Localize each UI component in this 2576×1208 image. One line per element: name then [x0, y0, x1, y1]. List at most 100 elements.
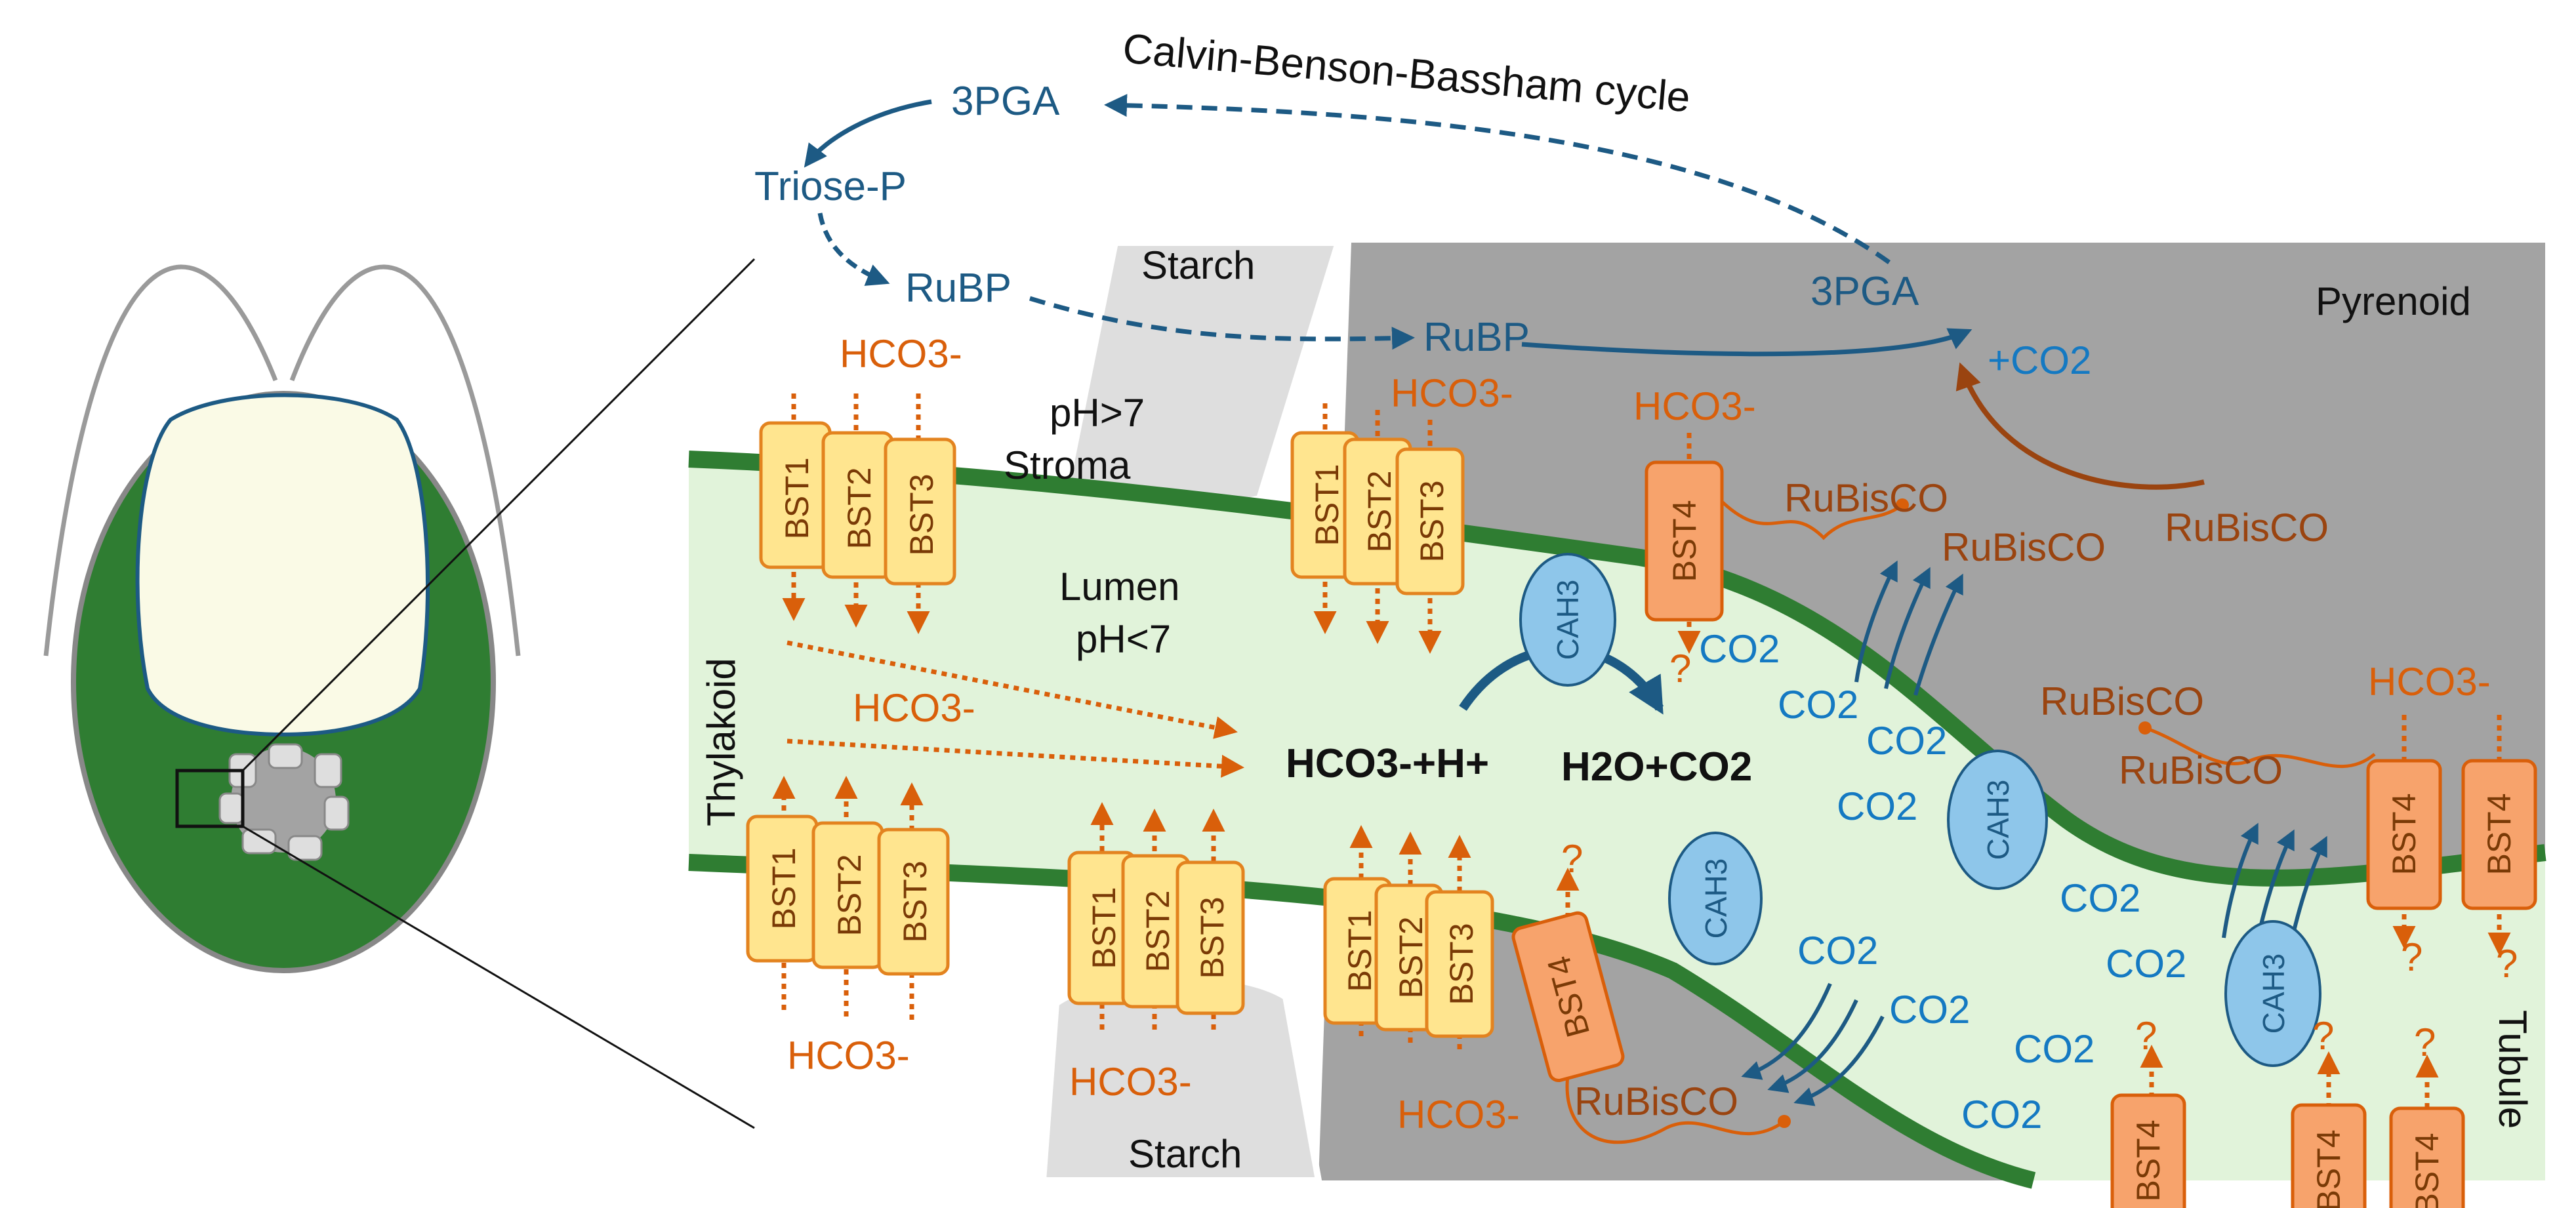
hco3-lumen: HCO3-: [853, 686, 975, 730]
bst4-right-1: BST4: [2366, 759, 2442, 910]
co2-2: CO2: [1778, 683, 1858, 727]
label-lumen: Lumen: [1059, 565, 1179, 609]
label-plus-co2: +CO2: [1988, 338, 2091, 382]
bst4-tubule-2: BST4: [2291, 1103, 2367, 1208]
bst2-label: BST2: [1393, 916, 1429, 998]
reaction-labels: HCO3-+H+ H2O+CO2: [1286, 741, 1752, 790]
question-3: ?: [2401, 935, 2423, 979]
cell-overview: [43, 258, 756, 1129]
question-1: ?: [1669, 647, 1691, 691]
arrow-rubp-to-rubp: [1029, 296, 1415, 350]
arrow-triose-to-rubp: [817, 212, 890, 286]
bst2-label: BST2: [841, 467, 878, 549]
unknown-labels: ? ? ? ? ? ? ?: [1561, 647, 2518, 1064]
rubisco-4: RuBisCO: [2040, 679, 2204, 723]
label-3pga-right: 3PGA: [1810, 269, 1919, 314]
arrow-3pga-to-triose: [804, 99, 932, 168]
hco3-top-bst4: HCO3-: [1633, 384, 1756, 428]
cah3-tubule: CAH3: [2224, 920, 2321, 1067]
arrow-rubp-to-3pga: [1521, 328, 1973, 357]
rubisco-6: RuBisCO: [1574, 1079, 1738, 1123]
rubisco-labels: RuBisCO RuBisCO RuBisCO RuBisCO RuBisCO …: [1574, 476, 2329, 1123]
co2-8: CO2: [1889, 988, 1970, 1032]
label-rubp-left: RuBP: [905, 266, 1012, 311]
co2-3: CO2: [1866, 719, 1947, 763]
label-starch-top: Starch: [1141, 243, 1255, 287]
bst2-label: BST2: [1139, 890, 1176, 972]
bst1-label: BST1: [1309, 464, 1345, 546]
svg-text:BST4: BST4: [2409, 1133, 2445, 1208]
co2-4: CO2: [1837, 784, 1917, 828]
bst1-label: BST1: [779, 457, 815, 539]
co2-1: CO2: [1699, 627, 1780, 671]
bst3-label: BST3: [1414, 480, 1450, 562]
arrow-3pga-return: [1104, 94, 1891, 264]
svg-text:BST4: BST4: [2130, 1119, 2167, 1201]
bst3-label: BST3: [903, 473, 940, 555]
svg-text:CAH3: CAH3: [1551, 580, 1585, 660]
co2-5: CO2: [2060, 876, 2140, 920]
pyrenoid-overview: [231, 748, 336, 853]
bst-group-top-left: BST1 BST2 BST3: [759, 421, 956, 586]
hco3-top-left: HCO3-: [840, 332, 962, 376]
label-3pga-left: 3PGA: [951, 79, 1060, 124]
zoom-line-top: [241, 258, 756, 772]
co2-9: CO2: [2014, 1027, 2095, 1071]
hco3-bottom-bst4: HCO3-: [1397, 1093, 1520, 1137]
question-6: ?: [2312, 1014, 2334, 1058]
reaction-right: H2O+CO2: [1561, 744, 1752, 790]
co2-7: CO2: [1797, 929, 1878, 973]
rubisco-5: RuBisCO: [2119, 748, 2283, 792]
label-tubule: Tubule: [2491, 1010, 2535, 1129]
co2-diffusion-arrows: [1741, 560, 2327, 1106]
svg-text:CAH3: CAH3: [1699, 858, 1733, 939]
bst2-label: BST2: [1361, 470, 1398, 552]
thylakoid-lumen: [689, 459, 2545, 1180]
svg-text:CAH3: CAH3: [1981, 780, 2015, 860]
reaction-left: HCO3-+H+: [1286, 741, 1489, 786]
label-starch-bottom: Starch: [1128, 1132, 1242, 1176]
bst3-label: BST3: [1443, 923, 1480, 1005]
bst-group-bottom-mid-left: BST1 BST2 BST3: [1067, 851, 1245, 1015]
flagellum-left: [43, 264, 278, 656]
co2-6: CO2: [2106, 942, 2186, 986]
bst-group-top-middle: BST1 BST2 BST3: [1290, 431, 1465, 595]
zoom-box: [175, 769, 245, 828]
region-labels: Starch Starch Pyrenoid pH>7 Stroma Lumen…: [699, 243, 2535, 1176]
question-7: ?: [2414, 1020, 2436, 1064]
svg-text:BST4: BST4: [1666, 500, 1703, 582]
bst-group-bottom-middle: BST1 BST2 BST3: [1323, 877, 1494, 1038]
rubisco-tethers: [1565, 497, 2376, 1144]
cah3-top: CAH3: [1519, 553, 1616, 687]
arrow-rubisco-to-co2: [1955, 362, 2205, 490]
cah3-enzymes: CAH3 CAH3 CAH3 CAH3: [1519, 553, 2321, 1067]
cah3-lower: CAH3: [1668, 832, 1763, 965]
bst4-right-2: BST4: [2461, 759, 2537, 910]
svg-text:BST4: BST4: [2310, 1129, 2347, 1208]
bst3-label: BST3: [897, 860, 933, 942]
rubisco-1: RuBisCO: [1784, 476, 1948, 520]
calvin-cycle: [804, 94, 2205, 490]
bst3-label: BST3: [1194, 896, 1231, 978]
co2-10: CO2: [1961, 1093, 2042, 1137]
bst1-label: BST1: [766, 847, 802, 929]
svg-text:BST4: BST4: [2386, 793, 2423, 875]
zoom-line-bottom: [242, 825, 755, 1129]
starch-sheath-overview: [218, 743, 350, 861]
label-lumen-ph: pH<7: [1076, 617, 1171, 661]
co2-labels: CO2 CO2 CO2 CO2 CO2 CO2 CO2 CO2 CO2 CO2: [1699, 627, 2186, 1137]
bst1-label: BST1: [1086, 887, 1122, 969]
rubisco-2: RuBisCO: [1942, 525, 2106, 569]
bst-transporters: BST1 BST2 BST3 BST1 BST2 BST3 BST1 BST2 …: [746, 421, 2537, 1208]
label-stroma-ph: pH>7: [1050, 391, 1145, 435]
cell-cytoplasm: [135, 393, 430, 737]
label-rubp-mid: RuBP: [1423, 315, 1530, 360]
label-stroma: Stroma: [1004, 443, 1131, 487]
flagellum-right: [289, 264, 521, 656]
label-thylakoid: Thylakoid: [699, 658, 743, 826]
svg-text:BST4: BST4: [2481, 793, 2518, 875]
bst2-label: BST2: [831, 854, 868, 936]
bst4-bottom: BST4: [1511, 911, 1625, 1083]
cah3-mid: CAH3: [1947, 750, 2048, 890]
